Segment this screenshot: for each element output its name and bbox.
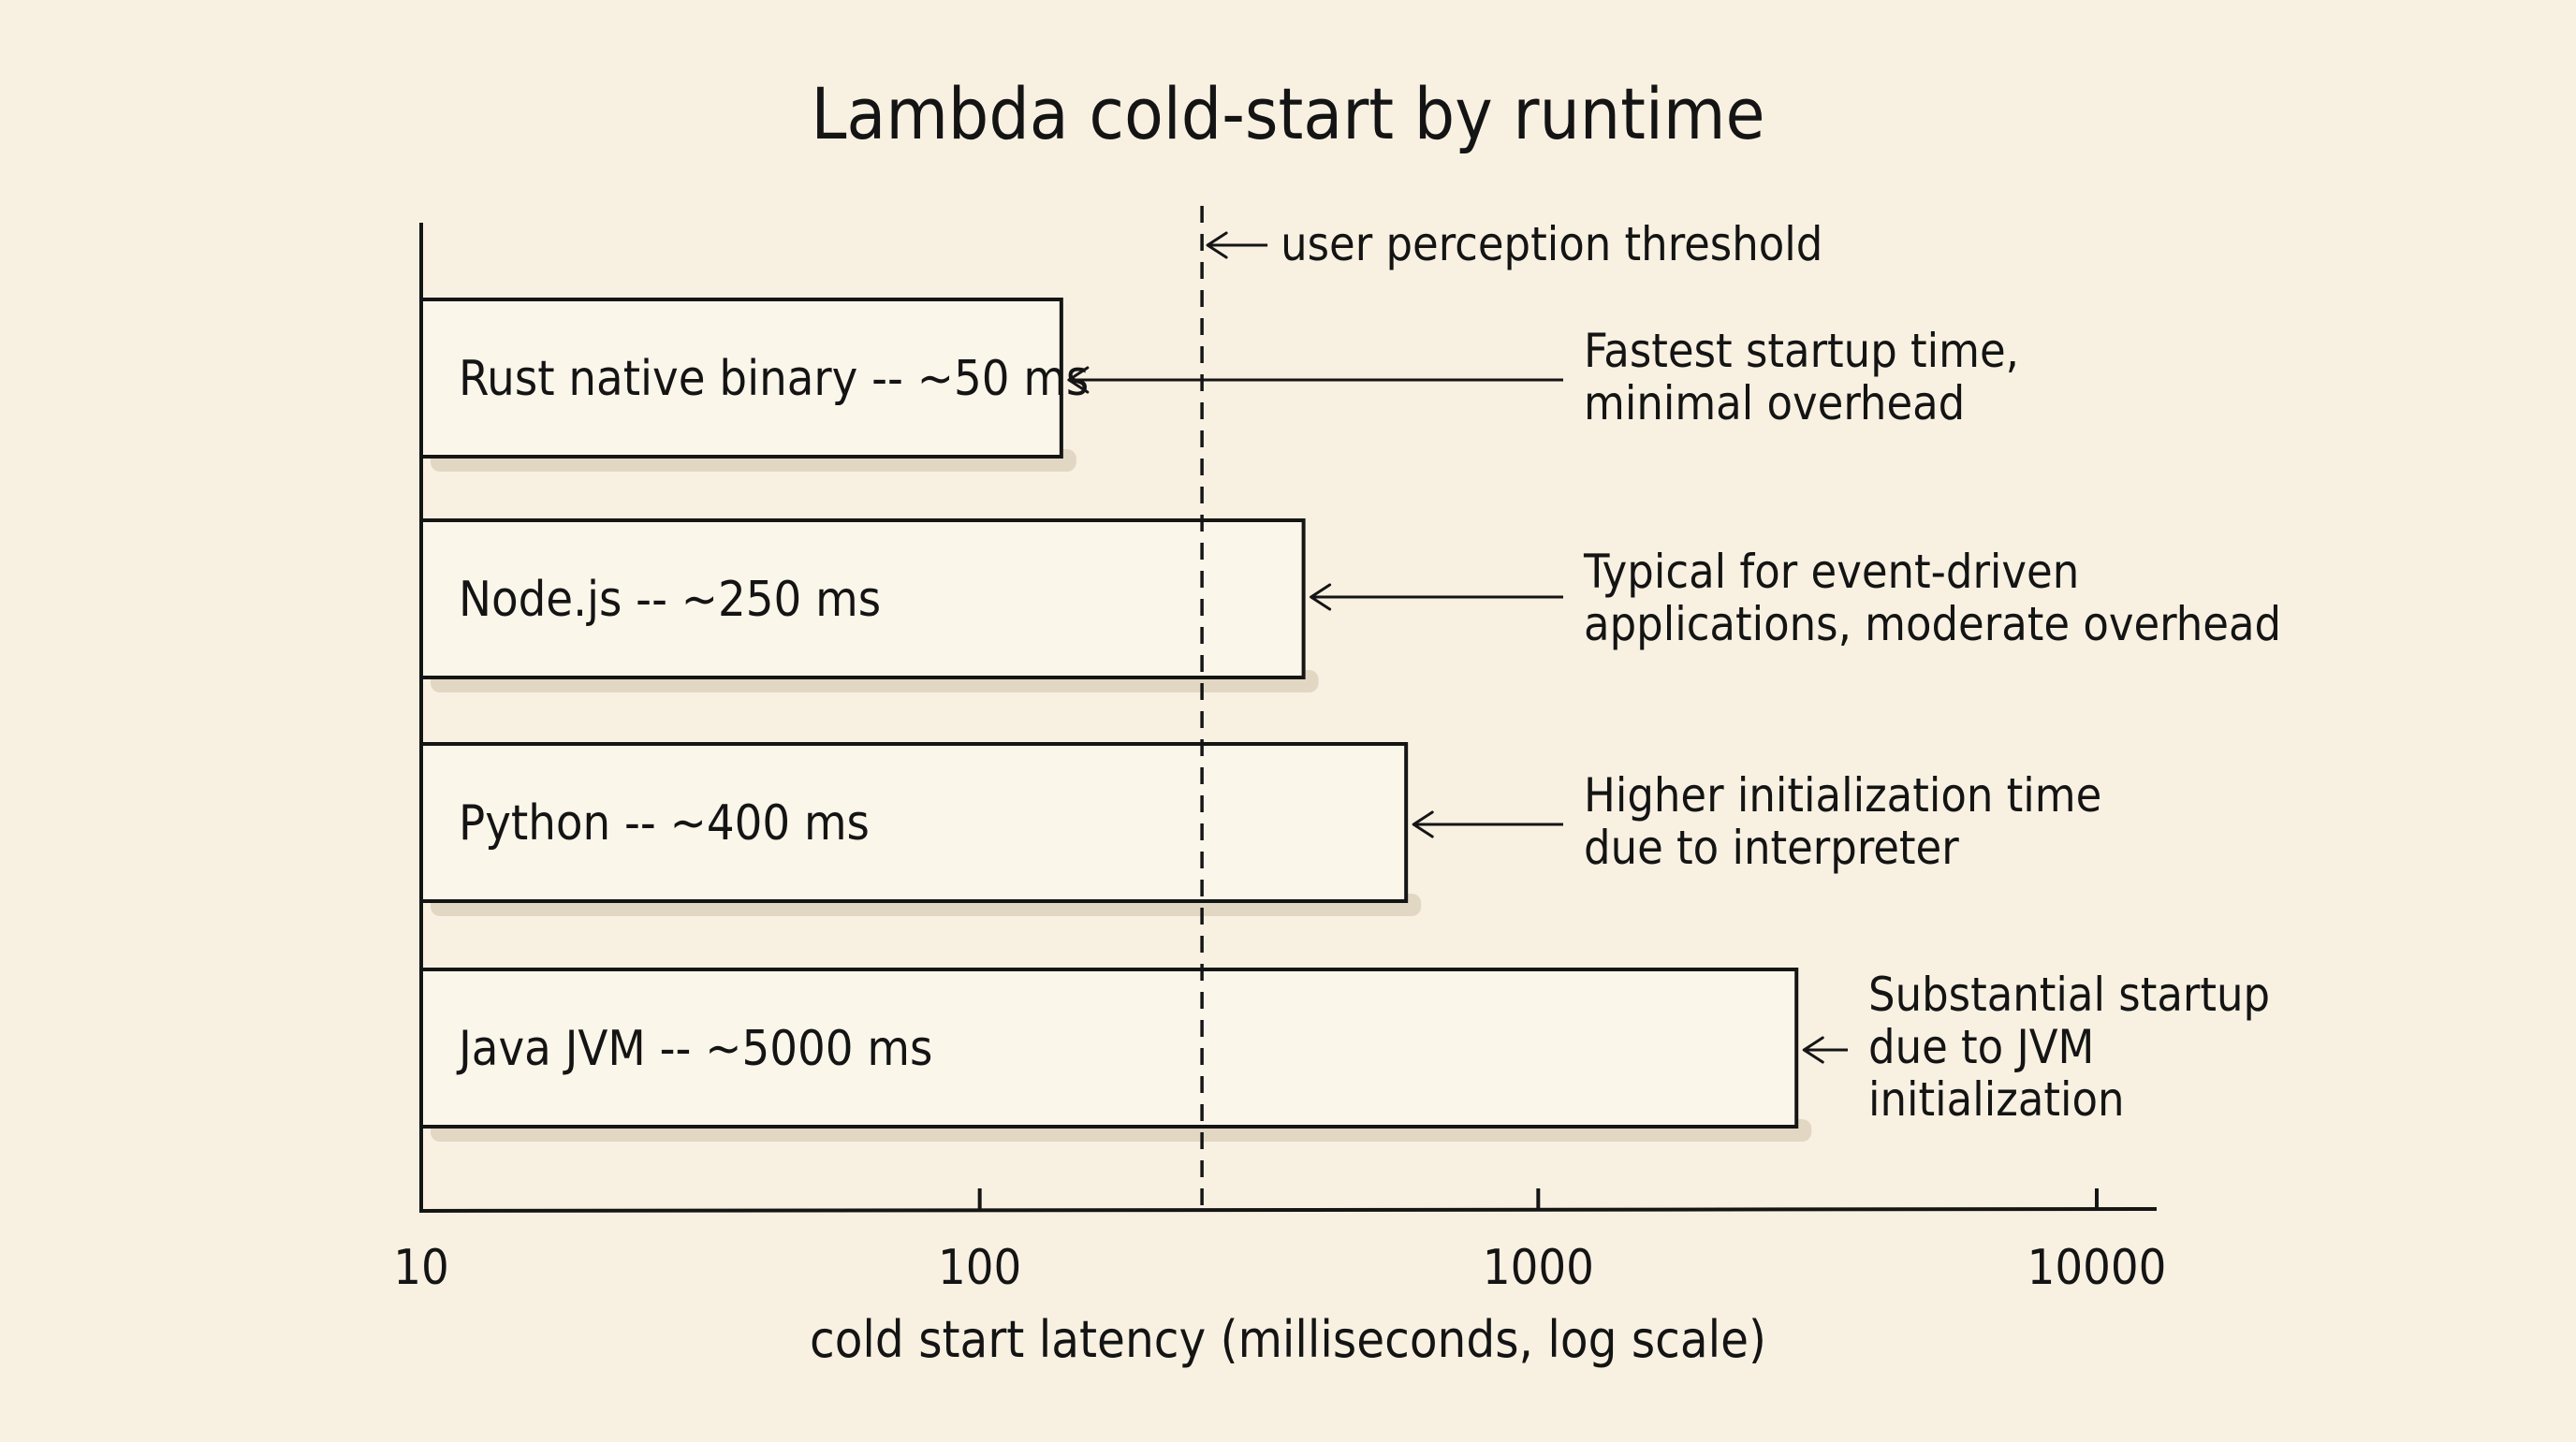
bar-label: Python -- ~400 ms [459, 795, 870, 852]
chart-title: Lambda cold-start by runtime [811, 72, 1764, 155]
x-tick-label: 1000 [1483, 1240, 1594, 1296]
bar [419, 298, 1063, 459]
annotation-note-line: applications, moderate overhead [1584, 597, 2281, 651]
annotation-note-line: Higher initialization time [1584, 768, 2101, 823]
x-tick-label: 10000 [2027, 1240, 2167, 1296]
annotation-arrowhead [1802, 1036, 1824, 1064]
threshold-label: user perception threshold [1281, 217, 1822, 271]
bar-label: Rust native binary -- ~50 ms [459, 351, 1089, 407]
annotation-note-line: Typical for event-driven [1583, 545, 2079, 599]
x-tick-label: 100 [938, 1240, 1021, 1296]
annotation-note-line: initialization [1868, 1072, 2125, 1127]
bar-label: Java JVM -- ~5000 ms [456, 1021, 932, 1077]
annotation-note-line: due to interpreter [1584, 821, 1959, 875]
annotation-note-line: Substantial startup [1868, 968, 2270, 1022]
annotation-arrowhead [1310, 583, 1332, 611]
x-axis-line [420, 1207, 2158, 1213]
x-axis: 10 100 1000 10000 [393, 223, 2166, 1296]
annotation-arrowhead [1412, 810, 1434, 838]
threshold-arrowhead [1206, 231, 1228, 259]
annotation-note-line: due to JVM [1868, 1020, 2094, 1074]
annotation-note: Fastest startup time,minimal overhead [1584, 324, 2019, 430]
x-axis-title: cold start latency (milliseconds, log sc… [810, 1310, 1766, 1369]
x-tick-label: 10 [393, 1240, 449, 1296]
annotations-layer: Fastest startup time,minimal overheadTyp… [1067, 324, 2281, 1127]
annotation-note-line: minimal overhead [1584, 376, 1965, 430]
bar-label: Node.js -- ~250 ms [459, 572, 881, 628]
annotation-note-line: Fastest startup time, [1584, 324, 2019, 378]
annotation-arrowhead [1067, 366, 1090, 394]
threshold-layer: user perception threshold [1200, 206, 1822, 1216]
bar [419, 968, 1799, 1129]
